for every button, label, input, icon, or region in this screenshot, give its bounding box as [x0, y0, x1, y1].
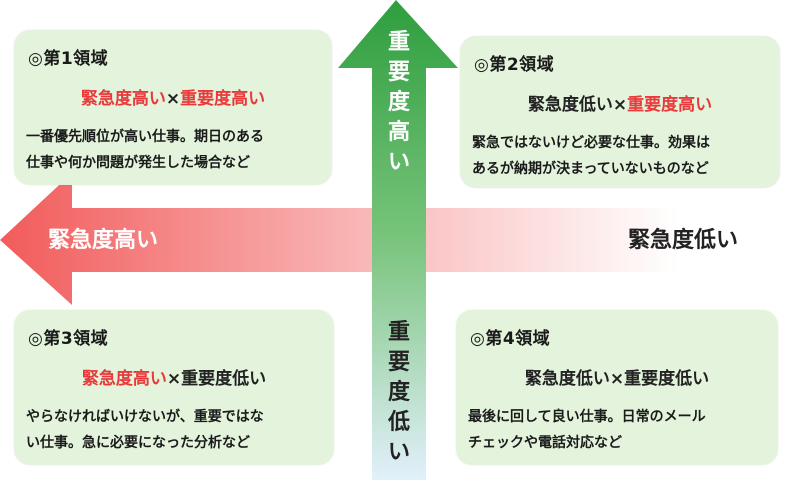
quadrant-description: 一番優先順位が高い仕事。期日のある 仕事や何か問題が発生した場合など — [26, 129, 264, 171]
green-up-arrow-icon — [338, 0, 458, 480]
quadrant-title: ◎第1領域 — [28, 49, 109, 69]
quadrant-description: 最後に回して良い仕事。日常のメール チェックや電話対応など — [468, 409, 706, 451]
quadrant-2-box: ◎第2領域 緊急度低い×重要度高い 緊急ではないけど必要な仕事。効果は あるが納… — [460, 36, 780, 188]
urgency-low-label: 緊急度低い — [628, 228, 739, 253]
importance-low-label: 重 要 度 低 い — [387, 320, 410, 465]
quadrant-label: 緊急度高い×重要度高い — [80, 89, 266, 109]
quadrant-4-box: ◎第4領域 緊急度低い×重要度低い 最後に回して良い仕事。日常のメール チェック… — [456, 310, 778, 465]
quadrant-description: 緊急ではないけど必要な仕事。効果は あるが納期が決まっていないものなど — [472, 135, 710, 177]
quadrant-title: ◎第2領域 — [474, 55, 555, 75]
quadrant-title: ◎第4領域 — [470, 329, 551, 349]
urgency-high-label: 緊急度高い — [48, 228, 159, 253]
importance-high-label: 重 要 度 高 い — [387, 30, 410, 175]
quadrant-label: 緊急度低い×重要度高い — [527, 95, 713, 115]
quadrant-description: やらなければいけないが、重要ではな い仕事。急に必要になった分析など — [26, 409, 264, 451]
quadrant-1-box: ◎第1領域 緊急度高い×重要度高い 一番優先順位が高い仕事。期日のある 仕事や何… — [14, 30, 332, 185]
quadrant-title: ◎第3領域 — [28, 329, 109, 349]
quadrant-label: 緊急度低い×重要度低い — [524, 369, 710, 389]
quadrant-label: 緊急度高い×重要度低い — [81, 369, 267, 389]
quadrant-3-box: ◎第3領域 緊急度高い×重要度低い やらなければいけないが、重要ではな い仕事。… — [14, 310, 334, 465]
